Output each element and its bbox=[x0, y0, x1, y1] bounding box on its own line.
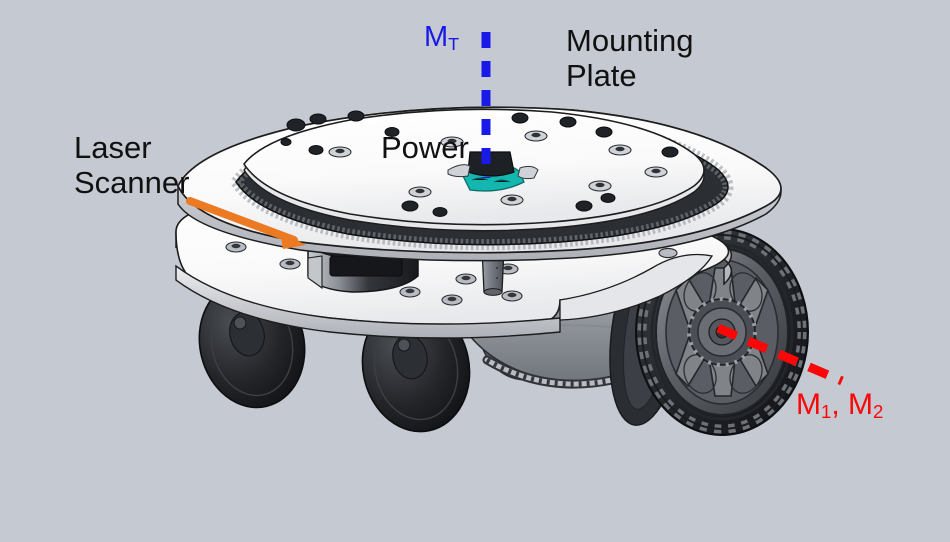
label-m1m2: M1, M2 bbox=[796, 388, 883, 422]
label-laser-scanner: Laser Scanner bbox=[74, 130, 190, 200]
label-m1m2-separator: , bbox=[831, 388, 849, 421]
label-mt: MT bbox=[424, 21, 460, 54]
label-m1-subscript: 1 bbox=[821, 401, 832, 423]
m1m2-leader-line bbox=[716, 323, 844, 386]
mounting-plate-assembly bbox=[177, 106, 782, 262]
top-plate-fasteners bbox=[280, 110, 679, 217]
power-module bbox=[447, 151, 539, 192]
label-mounting-plate: Mounting Plate bbox=[566, 23, 694, 93]
label-power: Power bbox=[381, 130, 469, 165]
label-m2-symbol: M bbox=[848, 388, 874, 421]
label-m1-symbol: M bbox=[796, 388, 821, 421]
label-m2-subscript: 2 bbox=[873, 401, 884, 423]
laser-scanner-arrow bbox=[186, 197, 306, 249]
label-mt-subscript: T bbox=[448, 33, 460, 54]
label-mt-symbol: M bbox=[424, 21, 449, 53]
